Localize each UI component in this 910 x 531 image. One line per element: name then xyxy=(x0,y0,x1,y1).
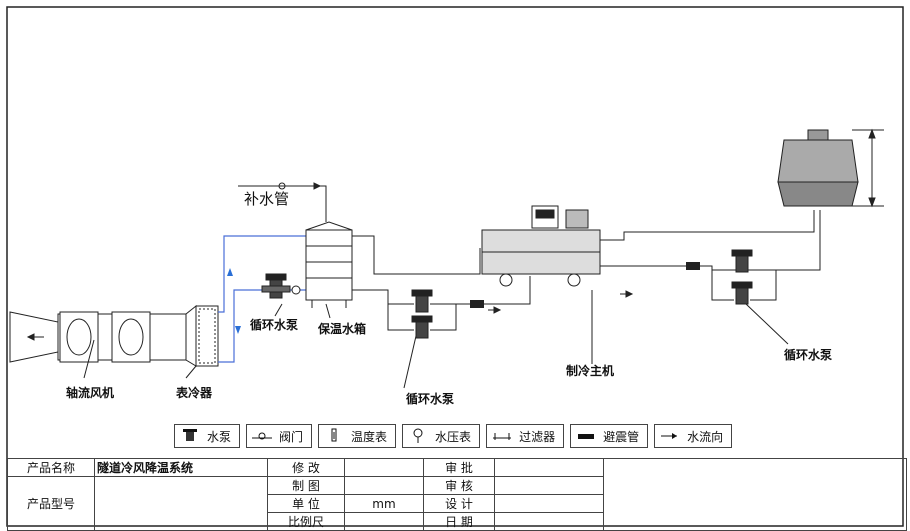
approve-label: 审 批 xyxy=(423,458,495,477)
legend-label: 阀门 xyxy=(279,429,304,444)
revise-label: 修 改 xyxy=(267,458,345,477)
legend-item: 阀门 xyxy=(246,424,313,448)
vibration-pipe-icon xyxy=(578,434,595,439)
filter-icon xyxy=(493,433,512,440)
legend-item: 水流向 xyxy=(654,424,733,448)
pump-mid-label: 循环水泵 xyxy=(406,392,455,406)
revise-value xyxy=(344,458,424,477)
date-label: 日 期 xyxy=(423,512,495,531)
approve-value xyxy=(494,458,604,477)
design-label: 设 计 xyxy=(423,494,495,513)
legend-item: 避震管 xyxy=(570,424,649,448)
surface-cooler xyxy=(185,305,219,379)
product-model-label: 产品型号 xyxy=(7,476,95,531)
review-label: 审 核 xyxy=(423,476,495,495)
pump-left-label: 循环水泵 xyxy=(250,318,299,332)
pump-left xyxy=(261,273,301,299)
legend-item: 过滤器 xyxy=(486,424,565,448)
scale-label: 比例尺 xyxy=(267,512,345,531)
legend-item: 温度表 xyxy=(318,424,397,448)
pump-right xyxy=(731,249,753,305)
unit-value: mm xyxy=(344,494,424,513)
draw-value xyxy=(344,476,424,495)
legend-label: 水泵 xyxy=(207,429,232,444)
legend-label: 过滤器 xyxy=(519,429,556,444)
design-value xyxy=(494,494,604,513)
legend: 水泵 阀门 温度表 水压表 过滤器 避震管 水流向 xyxy=(174,424,733,448)
supply-pipe-label: 补水管 xyxy=(244,190,290,208)
cooler-label: 表冷器 xyxy=(176,386,213,400)
valve-icon xyxy=(252,432,273,440)
legend-item: 水泵 xyxy=(174,424,241,448)
pressure-gauge-icon xyxy=(413,428,423,443)
product-name-value: 隧道冷风降温系统 xyxy=(94,458,268,477)
chiller xyxy=(481,205,601,287)
chiller-label: 制冷主机 xyxy=(566,364,615,378)
pump-icon xyxy=(183,429,197,441)
title-block: 产品名称 隧道冷风降温系统 修 改 审 批 产品型号 制 图 审 核 单 位 m… xyxy=(7,458,907,531)
unit-label: 单 位 xyxy=(267,494,345,513)
review-value xyxy=(494,476,604,495)
cooling-tower xyxy=(777,128,884,208)
fan-label: 轴流风机 xyxy=(66,386,115,400)
legend-label: 水流向 xyxy=(687,429,724,444)
pump-mid xyxy=(411,289,433,339)
draw-label: 制 图 xyxy=(267,476,345,495)
blank-area xyxy=(603,458,907,531)
legend-label: 避震管 xyxy=(603,429,640,444)
axial-fan xyxy=(9,304,197,367)
pump-right-label: 循环水泵 xyxy=(784,348,833,362)
legend-label: 温度表 xyxy=(351,429,388,444)
water-tank xyxy=(305,221,353,308)
legend-item: 水压表 xyxy=(402,424,481,448)
date-value xyxy=(494,512,604,531)
flow-arrow-icon xyxy=(661,433,678,439)
product-model-value xyxy=(94,476,268,531)
scale-value xyxy=(344,512,424,531)
legend-label: 水压表 xyxy=(435,429,472,444)
tank-label: 保温水箱 xyxy=(318,322,367,336)
thermometer-icon xyxy=(331,428,337,442)
product-name-label: 产品名称 xyxy=(7,458,95,477)
